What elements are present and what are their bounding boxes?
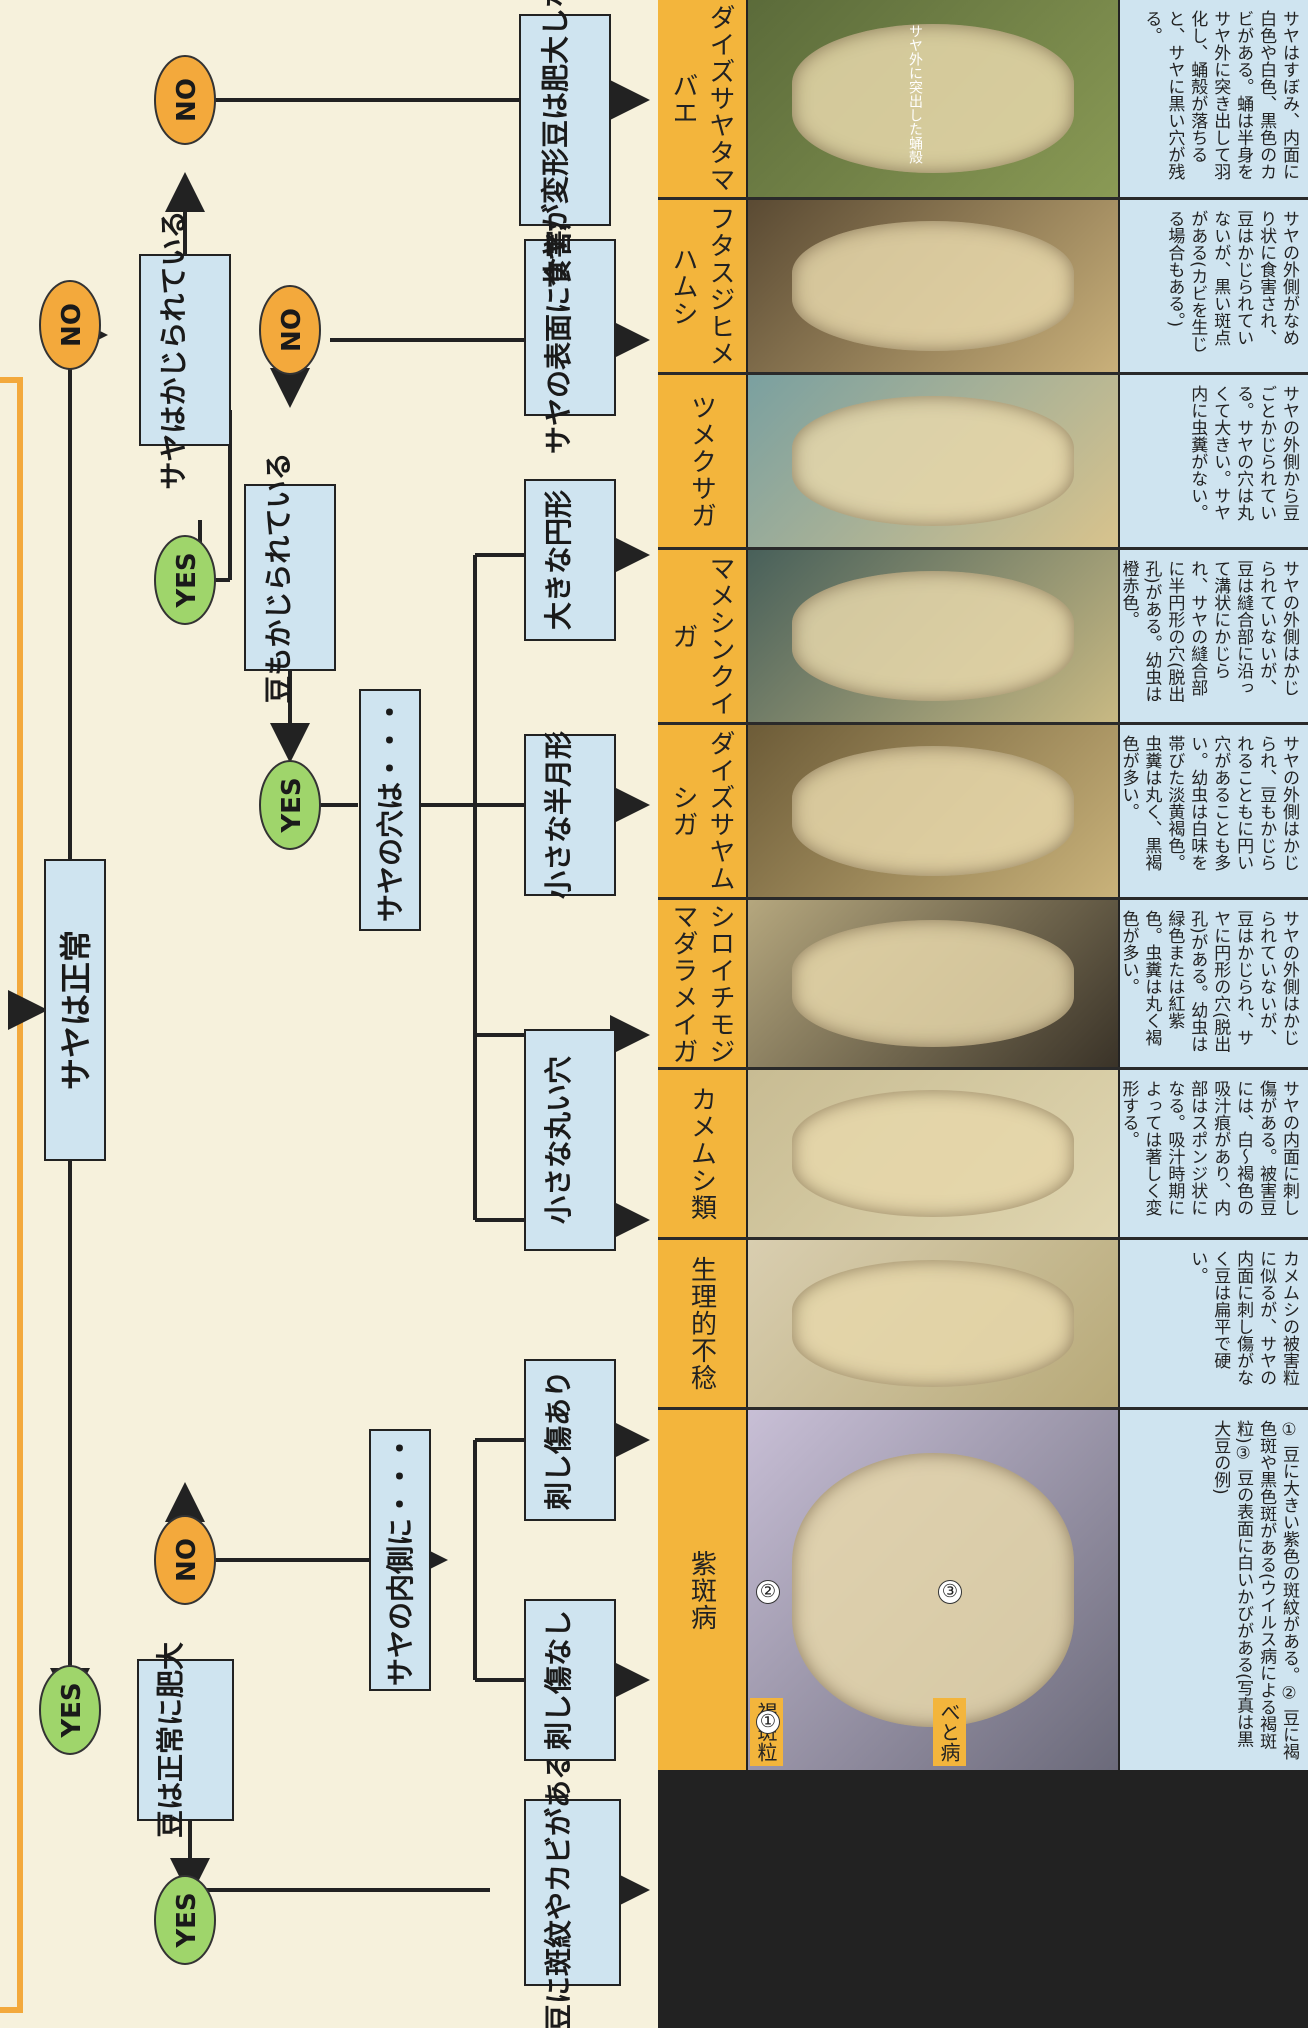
- no-puncture-box: 刺し傷なし: [525, 1600, 615, 1760]
- pest-photo: [746, 375, 1118, 547]
- table-row: ダイズサヤムシガ サヤの外側はかじられ、豆もかじられることもに円い穴があることも多…: [658, 725, 1308, 900]
- pest-name: ツメクサガ: [658, 375, 746, 547]
- svg-text:豆もかじられている: 豆もかじられている: [262, 452, 295, 703]
- svg-text:NO: NO: [172, 78, 202, 122]
- photo-number: ①: [756, 1710, 780, 1734]
- photo-label: べと病: [933, 1698, 966, 1766]
- pod-illustration: [792, 571, 1073, 702]
- pod-normal-box: サヤは正常: [45, 860, 105, 1160]
- oval-no-2: NO: [155, 1516, 215, 1604]
- table-row: 生理的不稔 カメムシの被害粒に似るが、サヤの内面に刺し傷がなく豆は扁平で硬い。: [658, 1240, 1308, 1410]
- pod-illustration: [792, 746, 1073, 877]
- pod-illustration: [792, 1453, 1073, 1727]
- table-row: カメムシ類 サヤの内面に刺し傷がある。被害豆には、白〜褐色の吸汁痕があり、内部はス…: [658, 1070, 1308, 1240]
- oval-yes-1: YES: [40, 1666, 100, 1754]
- svg-text:NO: NO: [172, 1538, 202, 1582]
- oval-no-1: NO: [40, 281, 100, 369]
- frame-edge: [0, 380, 20, 2010]
- svg-text:刺し傷なし: 刺し傷なし: [542, 1610, 575, 1750]
- pod-illustration: [792, 221, 1073, 352]
- svg-text:YES: YES: [172, 1892, 202, 1948]
- pest-photo: [746, 200, 1118, 372]
- svg-text:豆に斑紋やカビがある: 豆に斑紋やカビがある: [542, 1752, 575, 2028]
- pest-photo: [746, 1240, 1118, 1407]
- bean-chewed-box: 豆もかじられている: [245, 452, 335, 703]
- svg-text:大きな円形: 大きな円形: [542, 490, 575, 630]
- pod-illustration: [792, 1260, 1073, 1387]
- svg-text:NO: NO: [57, 303, 87, 347]
- pest-description: サヤの内面に刺し傷がある。被害豆には、白〜褐色の吸汁痕があり、内部はスポンジ状に…: [1118, 1070, 1308, 1237]
- table-row: ツメクサガ サヤの外側から豆ごとかじられている。サヤの穴は丸くて大きい。サヤ内に虫…: [658, 375, 1308, 550]
- pest-description: サヤはすぼみ、内面に白色や白色、黒色のカビがある。蛹は半身をサヤ外に突き出して羽…: [1118, 0, 1308, 197]
- table-row: マメシンクイガ サヤの外側はかじられていないが、豆は縫合部に沿って溝状にかじられ、…: [658, 550, 1308, 725]
- pest-table: ダイズサヤタマバエ サヤ外に突出した蛹殻 サヤはすぼみ、内面に白色や白色、黒色のカビ…: [658, 0, 1308, 2028]
- pest-description: ① 豆に大きい紫色の斑紋がある。② 豆に褐色斑や黒色斑がある(ウイルス病による褐…: [1118, 1410, 1308, 1770]
- table-row: シロイチモジマダラメイガ サヤの外側はかじられていないが、豆はかじられ、サヤに円形…: [658, 900, 1308, 1070]
- svg-text:YES: YES: [57, 1682, 87, 1738]
- pest-description: サヤの外側はかじられていないが、豆は縫合部に沿って溝状にかじられ、サヤの縫合部に…: [1118, 550, 1308, 722]
- pod-illustration: [792, 24, 1073, 174]
- pest-description: サヤの外側はかじられていないが、豆はかじられ、サヤに円形の穴(脱出孔)がある。幼…: [1118, 900, 1308, 1067]
- pest-description: サヤの外側から豆ごとかじられている。サヤの穴は丸くて大きい。サヤ内に虫糞がない。: [1118, 375, 1308, 547]
- table-row: ダイズサヤタマバエ サヤ外に突出した蛹殻 サヤはすぼみ、内面に白色や白色、黒色のカビ…: [658, 0, 1308, 200]
- pest-name: カメムシ類: [658, 1070, 746, 1237]
- large-round-box: 大きな円形: [525, 480, 615, 640]
- pod-illustration: [792, 396, 1073, 527]
- svg-text:豆は正常に肥大: 豆は正常に肥大: [154, 1642, 187, 1838]
- svg-text:サヤはかじられている: サヤはかじられている: [157, 210, 190, 489]
- svg-text:サヤの内側に・・・: サヤの内側に・・・: [384, 1434, 417, 1686]
- oval-no-4: NO: [155, 56, 215, 144]
- pest-name: 紫斑病: [658, 1410, 746, 1770]
- photo-label: サヤ外に突出した蛹殻: [903, 20, 927, 168]
- pest-name: シロイチモジマダラメイガ: [658, 900, 746, 1067]
- table-row: 紫斑病褐斑粒べと病①②③① 豆に大きい紫色の斑紋がある。② 豆に褐色斑や黒色斑が…: [658, 1410, 1308, 1770]
- with-puncture-box: 刺し傷あり: [525, 1360, 615, 1520]
- bean-normal-box: 豆は正常に肥大: [138, 1642, 233, 1838]
- pod-illustration: [792, 920, 1073, 1047]
- pest-name: フタスジヒメハムシ: [658, 200, 746, 372]
- oval-yes-4: YES: [155, 536, 215, 624]
- pod-hole-box: サヤの穴は・・・: [360, 690, 420, 930]
- pod-illustration: [792, 1090, 1073, 1217]
- svg-text:サヤが変形豆は肥大しない: サヤが変形豆は肥大しない: [539, 0, 572, 288]
- pod-chewed-box: サヤはかじられている: [140, 210, 230, 489]
- small-crescent-box: 小さな半月形: [525, 731, 615, 899]
- pest-name: 生理的不稔: [658, 1240, 746, 1407]
- svg-text:小さな丸い穴: 小さな丸い穴: [542, 1056, 575, 1224]
- photo-number: ②: [756, 1580, 780, 1604]
- pest-description: サヤの外側がなめり状に食害され、豆はかじられていないが、黒い斑点がある(カビを生…: [1118, 200, 1308, 372]
- pest-description: カメムシの被害粒に似るが、サヤの内面に刺し傷がなく豆は扁平で硬い。: [1118, 1240, 1308, 1407]
- svg-text:NO: NO: [277, 308, 307, 352]
- pest-photo: [746, 900, 1118, 1067]
- table-row: フタスジヒメハムシ サヤの外側がなめり状に食害され、豆はかじられていないが、黒い斑…: [658, 200, 1308, 375]
- pest-name: マメシンクイガ: [658, 550, 746, 722]
- pod-normal-label: サヤは正常: [57, 930, 95, 1090]
- small-round-box: 小さな丸い穴: [525, 1030, 615, 1250]
- oval-yes-3: YES: [260, 761, 320, 849]
- pest-photo: [746, 725, 1118, 897]
- pest-photo: [746, 1070, 1118, 1237]
- photo-number: ③: [938, 1580, 962, 1604]
- pest-photo: [746, 550, 1118, 722]
- oval-no-3: NO: [260, 286, 320, 374]
- oval-yes-2: YES: [155, 1876, 215, 1964]
- pod-inside-box: サヤの内側に・・・: [370, 1430, 430, 1690]
- pest-description: サヤの外側はかじられ、豆もかじられることもに円い穴があることも多い。幼虫は白味を…: [1118, 725, 1308, 897]
- pest-name: ダイズサヤムシガ: [658, 725, 746, 897]
- svg-text:サヤの穴は・・・: サヤの穴は・・・: [374, 698, 407, 922]
- svg-text:刺し傷あり: 刺し傷あり: [542, 1370, 575, 1510]
- svg-text:YES: YES: [277, 777, 307, 833]
- svg-text:YES: YES: [172, 552, 202, 608]
- pest-photo: サヤ外に突出した蛹殻: [746, 0, 1118, 197]
- pest-name: ダイズサヤタマバエ: [658, 0, 746, 197]
- svg-text:小さな半月形: 小さな半月形: [542, 731, 575, 899]
- bean-spots-box: 豆に斑紋やカビがある: [525, 1752, 620, 2028]
- pest-photo: 褐斑粒べと病①②③: [746, 1410, 1118, 1770]
